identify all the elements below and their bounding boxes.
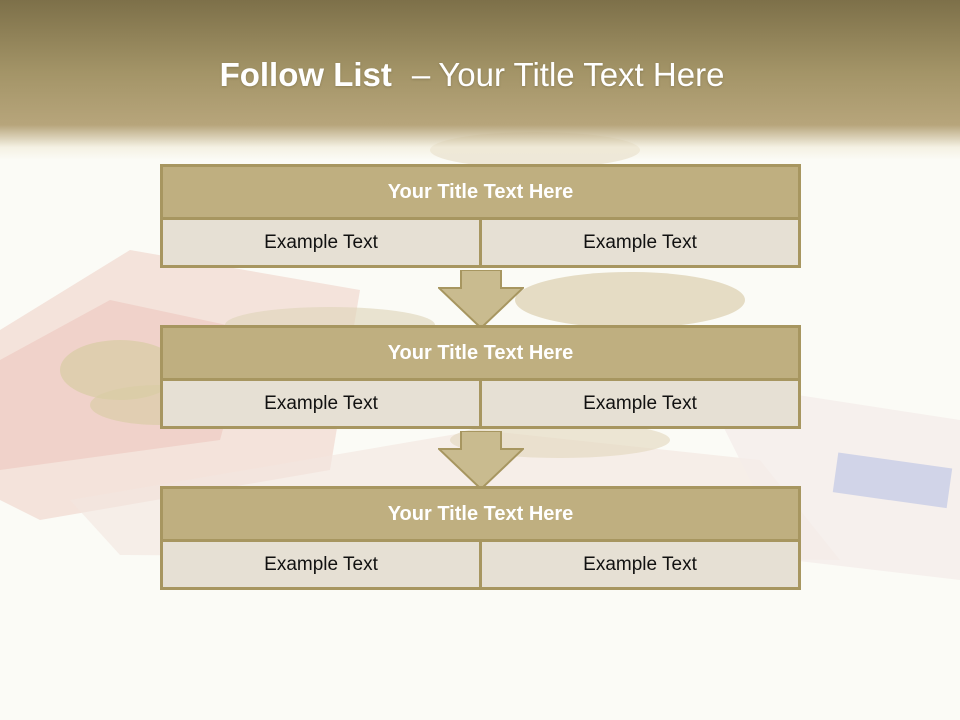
- slide-title: Follow List–Your Title Text Here: [0, 56, 944, 94]
- header-band: [0, 0, 960, 160]
- block-title: Your Title Text Here: [160, 325, 801, 381]
- title-rest: Your Title Text Here: [438, 56, 725, 93]
- block-row: Example Text Example Text: [160, 539, 801, 590]
- block-row: Example Text Example Text: [160, 217, 801, 268]
- list-block-2: Your Title Text Here Example Text Exampl…: [160, 325, 801, 429]
- title-bold: Follow List: [219, 56, 392, 93]
- block-cell-right: Example Text: [479, 539, 801, 590]
- down-arrow-2: [438, 431, 524, 491]
- block-cell-right: Example Text: [479, 378, 801, 429]
- block-cell-left: Example Text: [160, 539, 482, 590]
- block-cell-left: Example Text: [160, 378, 482, 429]
- block-cell-right: Example Text: [479, 217, 801, 268]
- block-title: Your Title Text Here: [160, 164, 801, 220]
- title-dash: –: [411, 56, 431, 93]
- block-cell-left: Example Text: [160, 217, 482, 268]
- banknote-right: [700, 380, 960, 580]
- list-block-1: Your Title Text Here Example Text Exampl…: [160, 164, 801, 268]
- block-title: Your Title Text Here: [160, 486, 801, 542]
- coin-left: [60, 340, 180, 400]
- list-block-3: Your Title Text Here Example Text Exampl…: [160, 486, 801, 590]
- euro-flag: [832, 452, 953, 509]
- block-row: Example Text Example Text: [160, 378, 801, 429]
- coin-stack: [515, 272, 745, 328]
- down-arrow-1: [438, 270, 524, 330]
